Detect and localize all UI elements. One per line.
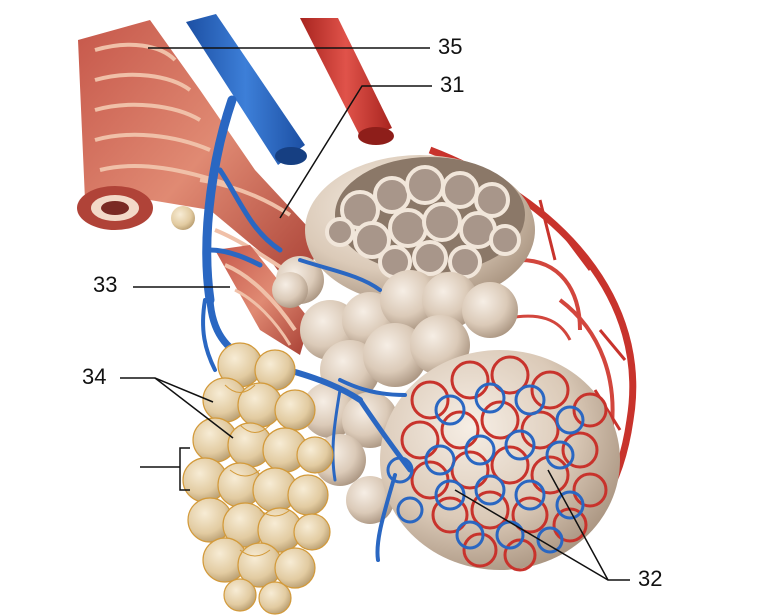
leader-32b: [547, 469, 609, 581]
alveolar-cluster-sectioned: [305, 155, 535, 305]
leader-31: [279, 85, 432, 219]
label-31: 31: [440, 72, 465, 97]
leader-34b: [154, 377, 234, 439]
label-33: 33: [93, 272, 118, 297]
alveolar-mass: [272, 256, 518, 524]
label-35: 35: [438, 34, 463, 59]
alveolar-sac: [182, 342, 334, 615]
label-32: 32: [638, 566, 663, 591]
leader-lines: [120, 47, 630, 581]
label-34: 34: [82, 364, 107, 389]
terminal-bud: [171, 206, 195, 230]
bracket: [179, 447, 190, 491]
leader-34: [120, 377, 214, 403]
